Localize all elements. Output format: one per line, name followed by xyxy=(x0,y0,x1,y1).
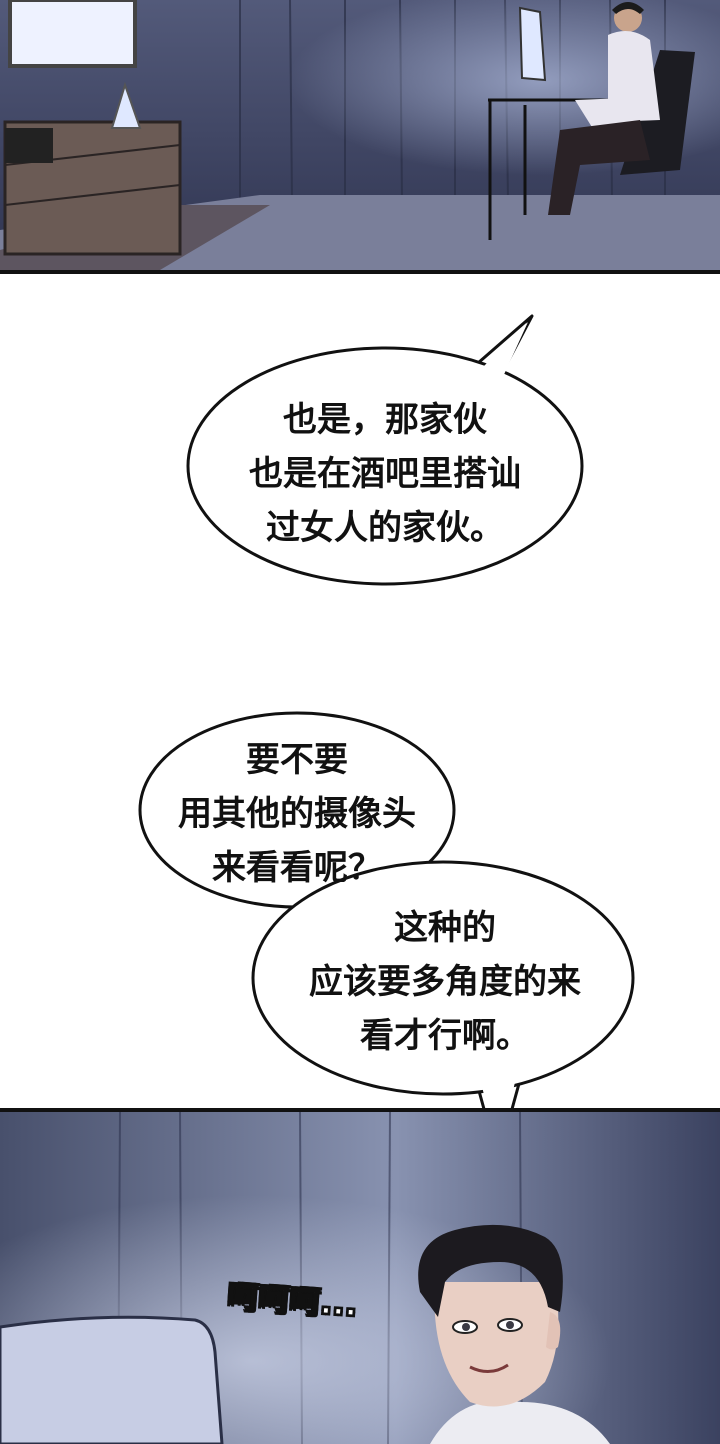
speech-bubble-1-text: 也是，那家伙 也是在酒吧里搭讪 过女人的家伙。 xyxy=(190,393,580,555)
office-scene-illustration xyxy=(0,0,720,270)
bubble-2-line-3: 来看看呢？ xyxy=(212,848,382,888)
man-portrait xyxy=(418,1224,610,1444)
bubble-3-line-2: 应该要多角度的来 xyxy=(309,962,581,1002)
man-at-desk xyxy=(548,2,660,215)
laughter-sound-effect: 呵呵呵... xyxy=(226,1279,360,1324)
bubble-1-line-2: 也是在酒吧里搭讪 xyxy=(249,454,521,494)
bubble-1-line-1: 也是，那家伙 xyxy=(283,400,487,440)
top-panel-office-scene xyxy=(0,0,720,274)
bubble-2-line-2: 用其他的摄像头 xyxy=(178,794,416,834)
bubble-1-line-3: 过女人的家伙。 xyxy=(266,508,504,548)
bubble-3-line-1: 这种的 xyxy=(394,908,496,948)
sofa xyxy=(0,1315,224,1444)
bottom-panel-man-smiling xyxy=(0,1108,720,1444)
speech-bubble-1-shape xyxy=(186,314,584,586)
monitor xyxy=(518,6,547,82)
bubble-3-line-3: 看才行啊。 xyxy=(360,1016,530,1056)
man-smiling-illustration xyxy=(0,1112,720,1444)
speech-bubble-3-text: 这种的 应该要多角度的来 看才行啊。 xyxy=(260,901,630,1063)
speech-bubble-2-text: 要不要 用其他的摄像头 来看看呢？ xyxy=(142,733,452,895)
bubble-2-line-1: 要不要 xyxy=(246,740,348,780)
